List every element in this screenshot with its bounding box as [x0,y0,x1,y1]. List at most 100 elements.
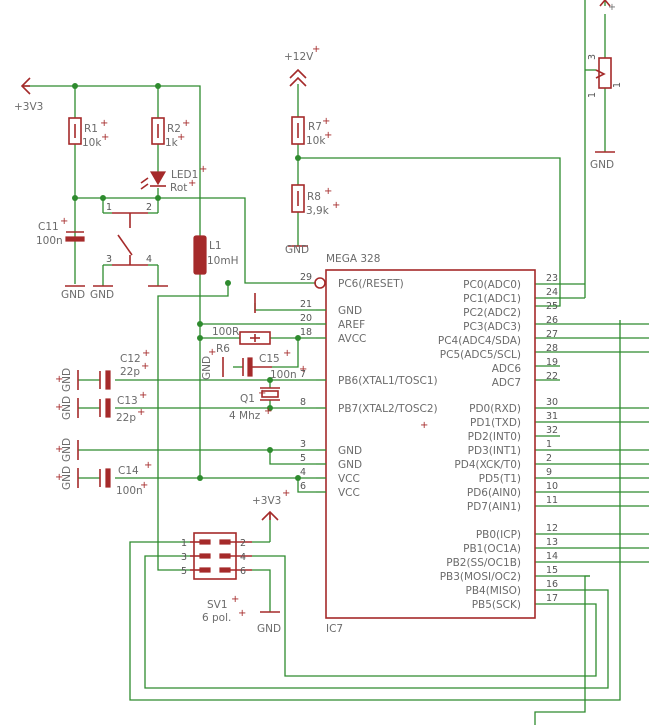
pin-label: PB7(XTAL2/TOSC2) [338,403,438,415]
pin-number: 11 [546,495,558,506]
pin-number: 5 [300,453,306,464]
pin-label: PC6(/RESET) [338,278,404,290]
svg-text:+: + [420,420,428,431]
svg-text:100R: 100R [212,326,239,338]
svg-text:+: + [283,348,291,359]
svg-text:5: 5 [181,566,187,577]
svg-text:+: + [324,186,332,197]
svg-text:+: + [231,594,239,605]
power-label-12v: +12V [284,51,314,63]
svg-text:100n: 100n [116,485,143,497]
svg-text:GND: GND [61,438,73,462]
ic-right-pins: 23PC0(ADC0)24PC1(ADC1)25PC2(ADC2)26PC3(A… [438,273,558,611]
pin-number: 9 [546,467,552,478]
svg-text:GND: GND [285,244,309,256]
pin-label: PB2(SS/OC1B) [446,557,521,569]
pin-label: AVCC [338,333,366,345]
svg-text:GND: GND [61,466,73,490]
pin-number: 18 [300,327,312,338]
pin-number: 32 [546,425,558,436]
svg-text:+: + [100,118,108,129]
svg-text:+: + [208,347,216,358]
svg-text:1: 1 [612,82,623,88]
svg-text:6 pol.: 6 pol. [202,612,231,624]
svg-text:+: + [324,130,332,141]
svg-text:+: + [101,132,109,143]
svg-text:4: 4 [146,254,152,265]
svg-text:+: + [144,460,152,471]
pin-number: 21 [300,299,312,310]
pin-number: 4 [300,467,306,478]
svg-text:+: + [141,361,149,372]
svg-text:+: + [332,200,340,211]
pin-label: AREF [338,319,365,331]
svg-text:R2: R2 [167,123,181,135]
pin-number: 16 [546,579,558,590]
pin-label: PD5(T1) [479,473,521,485]
resistor-r7: R7 10k + + [291,116,332,147]
svg-text:2: 2 [240,538,246,549]
pin-label: PC4(ADC4/SDA) [438,335,521,347]
inductor-l1: L1 10mH [193,235,239,275]
pin-label: PC5(ADC5/SCL) [440,349,521,361]
capacitor-c15: C15 100n + + [242,348,307,381]
svg-text:4: 4 [240,552,246,563]
pin-number: 17 [546,593,558,604]
power-symbol-12v: +12V + [284,44,320,87]
pin-label: PB1(OC1A) [463,543,521,555]
svg-text:GND: GND [590,159,614,171]
svg-text:SV1: SV1 [207,599,228,611]
svg-text:GND: GND [90,289,114,301]
svg-text:C12: C12 [120,353,141,365]
resistor-r8: R8 3,9k + + [291,184,340,217]
svg-text:100n: 100n [270,369,297,381]
pin-label: PC1(ADC1) [463,293,521,305]
pin-label: PC3(ADC3) [463,321,521,333]
pin-number: 13 [546,537,558,548]
svg-text:3: 3 [181,552,187,563]
svg-text:3: 3 [587,54,598,60]
reset-button: 1 2 3 4 [106,202,152,266]
capacitor-c14: C14 100n + + [99,460,152,497]
ic-mega328: MEGA 328 IC7 + 29PC6(/RESET)21GND20AREF1… [300,253,558,635]
pin-label: PD1(TXD) [470,417,521,429]
svg-text:+: + [199,164,207,175]
pin-number: 22 [546,371,558,382]
svg-text:+: + [140,480,148,491]
pin-number: 8 [300,397,306,408]
pin-label: PD2(INT0) [468,431,521,443]
svg-text:+: + [238,608,246,619]
svg-text:Rot: Rot [170,182,187,194]
pin-label: GND [338,445,362,457]
pin-label: GND [338,305,362,317]
svg-text:GND: GND [201,356,213,380]
pin-number: 12 [546,523,558,534]
svg-text:GND: GND [61,368,73,392]
svg-text:Q1: Q1 [240,393,255,405]
svg-text:+: + [188,178,196,189]
svg-text:+: + [142,348,150,359]
svg-text:+: + [137,407,145,418]
pin-number: 28 [546,343,558,354]
potentiometer: + 3 1 1 [587,0,623,98]
power-symbol-3v3-mid: +3V3 + [252,488,290,521]
svg-text:+: + [139,390,147,401]
